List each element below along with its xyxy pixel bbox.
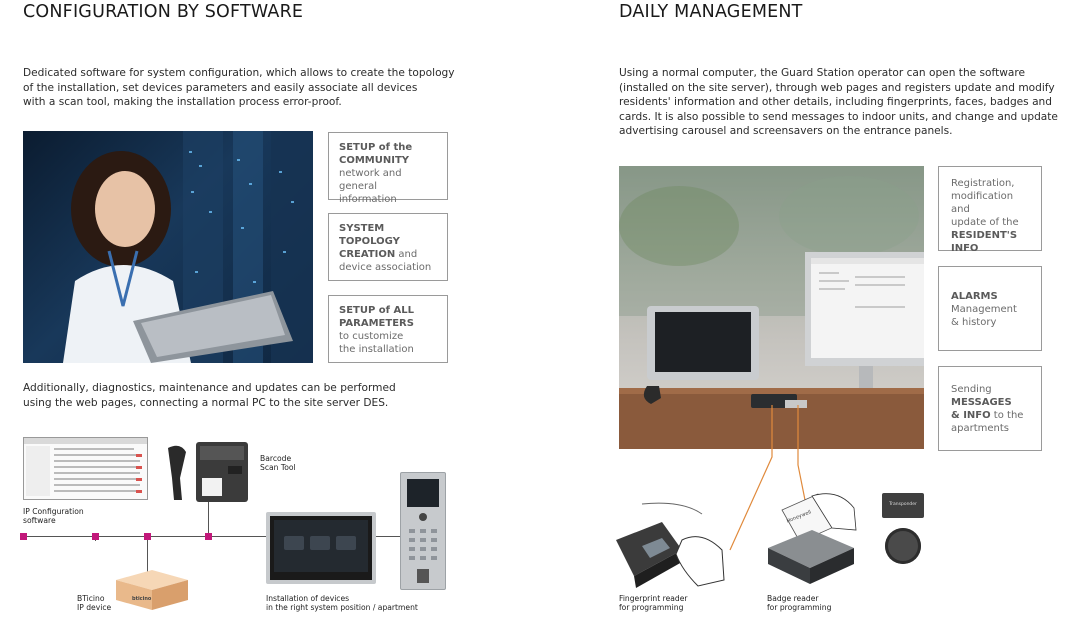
fingerprint-reader-image [616, 502, 725, 588]
caption-ip-config: IP Configuration software [23, 507, 84, 525]
caption-line: software [23, 516, 56, 525]
box-line: PARAMETERS [339, 318, 414, 329]
box-line: Registration, [951, 178, 1015, 189]
box-line: INFO [951, 243, 979, 254]
left-box-community: SETUP of the COMMUNITY network and gener… [328, 132, 448, 205]
box-line: COMMUNITY [339, 155, 410, 166]
box-line: SYSTEM TOPOLOGY [339, 223, 400, 247]
caption-line: Barcode [260, 454, 292, 463]
left-intro-line: with a scan tool, making the installatio… [23, 96, 342, 109]
caption-line: for programming [767, 603, 832, 612]
connector-line [208, 500, 209, 536]
box-line: SETUP of the [339, 142, 413, 153]
caption-bticino: BTicino IP device [77, 594, 111, 612]
left-box-topology: SYSTEM TOPOLOGY CREATION and device asso… [328, 213, 448, 281]
box-line: modification and [951, 191, 1014, 215]
network-bus-line [23, 536, 408, 537]
box-line: Management [951, 304, 1017, 315]
engineer-laptop-photo [23, 131, 313, 363]
box-line: device association [339, 262, 432, 273]
caption-barcode: Barcode Scan Tool [260, 454, 296, 472]
network-node [205, 533, 212, 540]
caption-line: IP Configuration [23, 507, 84, 516]
box-line: the installation [339, 344, 414, 355]
bticino-ip-device-image [116, 570, 188, 610]
caption-line: in the right system position / apartment [266, 603, 418, 612]
left-intro-line: of the installation, set devices paramet… [23, 81, 418, 94]
box-line: to customize [339, 331, 404, 342]
right-intro: Using a normal computer, the Guard Stati… [619, 66, 1059, 139]
left-intro: Dedicated software for system configurat… [23, 66, 463, 110]
caption-line: Badge reader [767, 594, 819, 603]
left-additional-line: using the web pages, connecting a normal… [23, 396, 389, 409]
network-node [20, 533, 27, 540]
network-node [144, 533, 151, 540]
guard-station-photo [619, 166, 924, 449]
caption-installation: Installation of devices in the right sys… [266, 594, 418, 612]
network-node [92, 533, 99, 540]
box-line: & history [951, 317, 997, 328]
caption-line: Installation of devices [266, 594, 350, 603]
box-line: network and general [339, 168, 402, 192]
box-line: update of the [951, 217, 1019, 228]
right-box-messages: Sending MESSAGES & INFO to the apartment… [938, 366, 1042, 451]
right-intro-line: (installed on the site server), through … [619, 81, 1055, 94]
indoor-monitor-image [266, 512, 376, 584]
transponder-card-label: Transponder [889, 502, 917, 507]
transponder-card: Transponder [882, 493, 924, 518]
device-brand-label: bticino [132, 596, 152, 602]
box-line: & INFO to the [951, 410, 1024, 421]
caption-line: IP device [77, 603, 112, 612]
caption-line: for programming [619, 603, 684, 612]
connector-line [147, 536, 148, 574]
box-line: CREATION and [339, 249, 418, 260]
left-intro-line: Dedicated software for system configurat… [23, 67, 455, 79]
right-box-alarms: ALARMS Management & history [938, 266, 1042, 351]
box-line: Sending [951, 384, 992, 395]
right-intro-line: cards. It is also possible to send messa… [619, 110, 1058, 123]
left-box-parameters: SETUP of ALL PARAMETERS to customize the… [328, 295, 448, 363]
barcode-scan-tool-image [168, 442, 248, 502]
ip-config-software-screen [23, 437, 148, 500]
left-additional: Additionally, diagnostics, maintenance a… [23, 381, 463, 410]
caption-line: Scan Tool [260, 463, 296, 472]
badge-reader-image [768, 493, 857, 584]
caption-badge: Badge reader for programming [767, 594, 831, 612]
box-line: MESSAGES [951, 397, 1012, 408]
transponder-tag [885, 528, 921, 564]
left-heading: CONFIGURATION BY SOFTWARE [23, 2, 304, 22]
box-line: SETUP of ALL [339, 305, 414, 316]
right-intro-line: Using a normal computer, the Guard Stati… [619, 67, 1026, 79]
caption-line: BTicino [77, 594, 105, 603]
caption-fingerprint: Fingerprint reader for programming [619, 594, 688, 612]
left-additional-line: Additionally, diagnostics, maintenance a… [23, 382, 396, 394]
box-line: ALARMS [951, 291, 998, 302]
box-line: apartments [951, 423, 1009, 434]
right-intro-line: advertising carousel and screensavers on… [619, 125, 953, 138]
right-intro-line: residents' information and other details… [619, 96, 1052, 109]
entrance-panel-image [400, 472, 446, 590]
right-heading: DAILY MANAGEMENT [619, 2, 803, 22]
box-line: RESIDENT'S [951, 230, 1018, 241]
box-line: information [339, 194, 397, 205]
caption-line: Fingerprint reader [619, 594, 688, 603]
right-box-resident-info: Registration, modification and update of… [938, 166, 1042, 254]
